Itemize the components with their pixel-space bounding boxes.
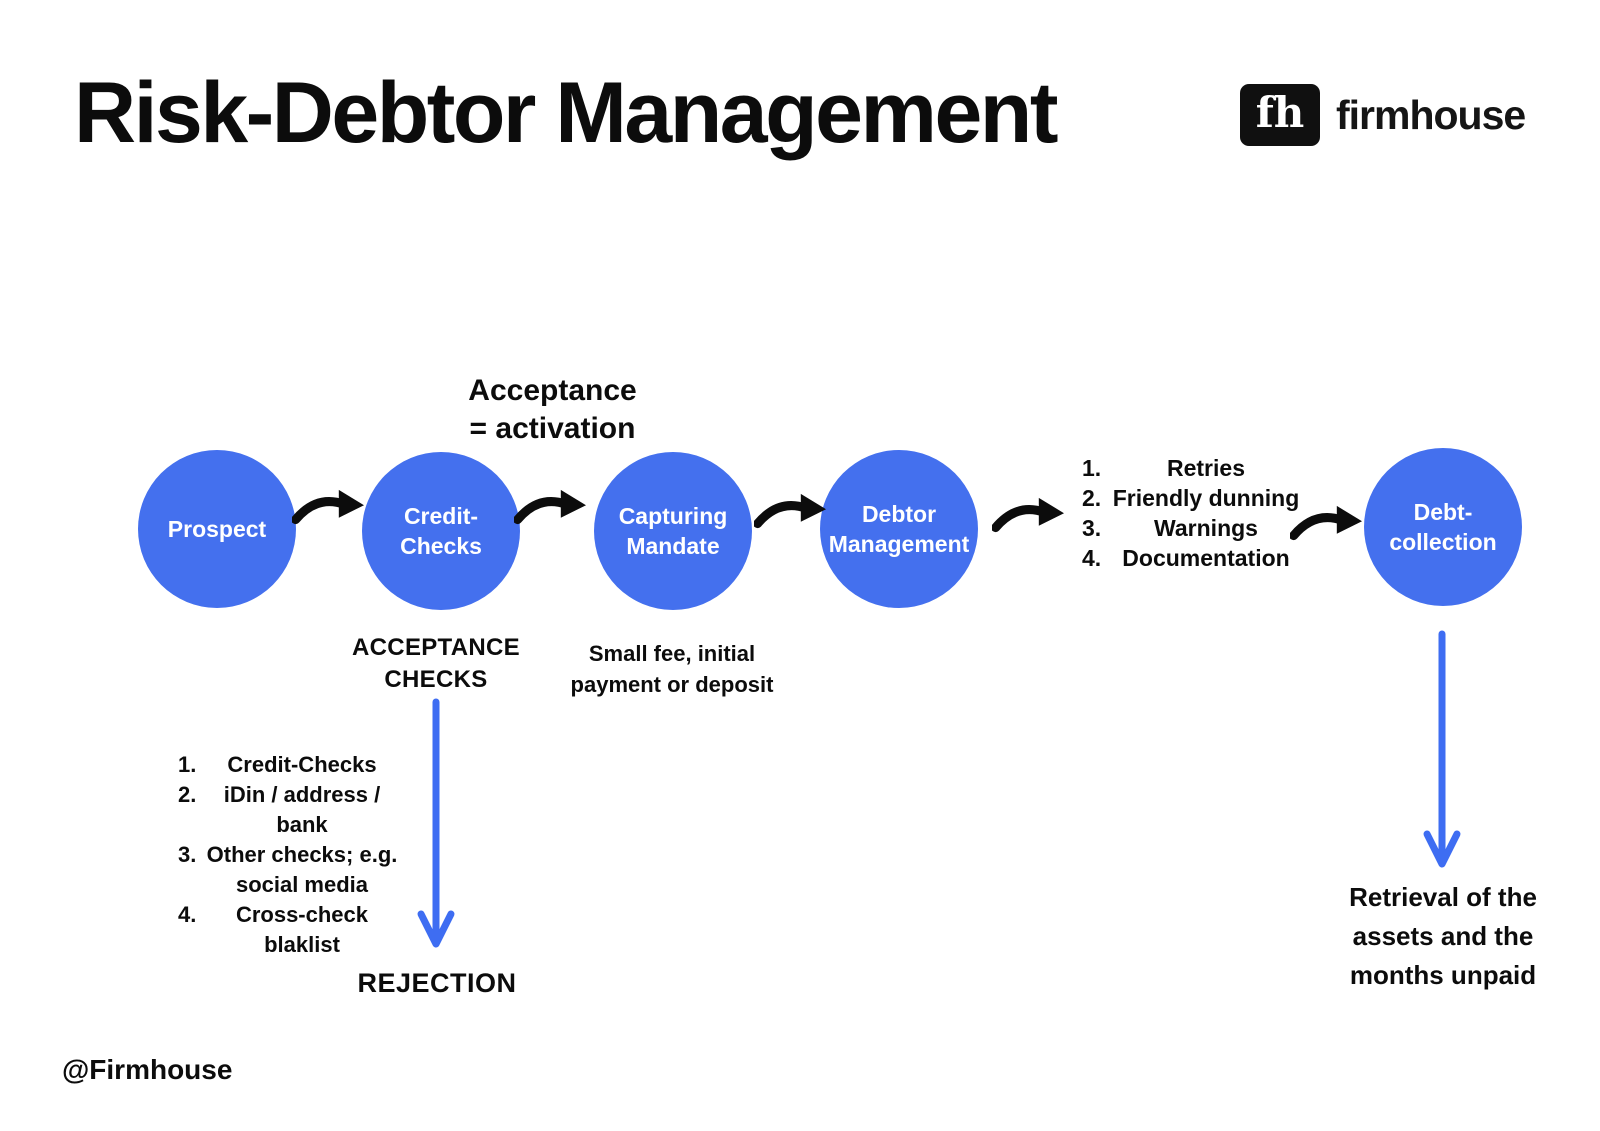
node-label: Debtor [861,501,937,527]
note-line: Acceptance [468,374,637,407]
firmhouse-logo-icon: fh [1240,84,1320,146]
flow-arrow-icon [292,489,364,525]
list-item-text: Documentation [1122,545,1290,571]
flow-node-debt-collection: Debt- collection [1364,448,1522,606]
list-item: social media [178,870,400,900]
note-line: payment or deposit [570,672,774,697]
list-item-text: Credit-Checks [227,752,377,777]
note-line: Small fee, initial [588,641,756,666]
flow-arrow-icon [754,493,826,529]
flow-node-capturing-mandate: Capturing Mandate [594,452,752,610]
list-item-text: Other checks; e.g. [206,842,398,867]
flow-arrow-icon [992,497,1064,533]
list-item: 4. Cross-check blaklist [178,900,400,960]
node-label: Checks [400,533,482,559]
note-line: ACCEPTANCE [352,634,520,661]
list-item-text: Cross-check blaklist [235,902,369,957]
firmhouse-wordmark: firmhouse [1336,91,1526,138]
list-item-text: Retries [1167,455,1245,481]
note-acceptance-checks: ACCEPTANCE CHECKS [322,632,550,696]
note-small-fee: Small fee, initial payment or deposit [550,638,794,700]
node-label: Capturing [618,503,728,529]
node-label: Debt- [1413,499,1473,525]
flow-arrow-icon [1290,505,1362,541]
list-item-number [178,870,204,900]
list-item-number: 2. [178,782,197,807]
node-label: Mandate [626,533,720,559]
firmhouse-logo-letters: fh [1255,88,1305,137]
list-item-text: social media [235,872,369,897]
note-line: months unpaid [1349,960,1537,990]
list-item-text: iDin / address / bank [223,782,381,837]
list-item-text: Warnings [1154,515,1258,541]
flow-arrow-icon [514,489,586,525]
list-item-number: 4. [1082,545,1102,571]
flow-node-debtor-management: Debtor Management [820,450,978,608]
note-acceptance-activation: Acceptance = activation [450,372,655,448]
list-item-number: 2. [1082,485,1102,511]
node-label: Credit- [403,503,479,529]
note-line: Retrieval of the [1349,882,1537,912]
node-label: collection [1389,529,1497,555]
list-item-number: 3. [1082,515,1102,541]
list-item: 3. Other checks; e.g. [178,840,400,870]
flow-node-prospect: Prospect [138,450,296,608]
retrieval-arrow-icon [1423,630,1461,868]
list-item: 4. Documentation [1082,543,1300,573]
note-retrieval: Retrieval of the assets and the months u… [1297,878,1589,995]
note-line: CHECKS [384,666,488,693]
node-label: Management [828,531,970,557]
node-label: Prospect [167,516,267,542]
list-item: 2. Friendly dunning [1082,483,1300,513]
list-item-number: 1. [178,752,197,777]
list-item-number: 4. [178,902,197,927]
list-item-text: Friendly dunning [1112,485,1300,511]
list-item: 2. iDin / address / bank [178,780,400,840]
list-item: 3. Warnings [1082,513,1300,543]
page-title: Risk-Debtor Management [74,65,1058,161]
rejection-arrow-icon [417,698,455,948]
dunning-steps-list: 1. Retries 2. Friendly dunning 3. Warnin… [1082,453,1300,573]
list-item: 1. Credit-Checks [178,750,400,780]
list-item-number: 3. [178,842,197,867]
note-line: assets and the [1352,921,1534,951]
flow-node-credit-checks: Credit- Checks [362,452,520,610]
note-line: = activation [469,412,636,445]
check-steps-list: 1. Credit-Checks 2. iDin / address / ban… [178,750,400,960]
rejection-label: REJECTION [357,968,517,998]
list-item-number: 1. [1082,455,1102,481]
footer-handle: @Firmhouse [62,1054,233,1085]
firmhouse-logo: fh firmhouse [1240,84,1526,146]
list-item: 1. Retries [1082,453,1300,483]
